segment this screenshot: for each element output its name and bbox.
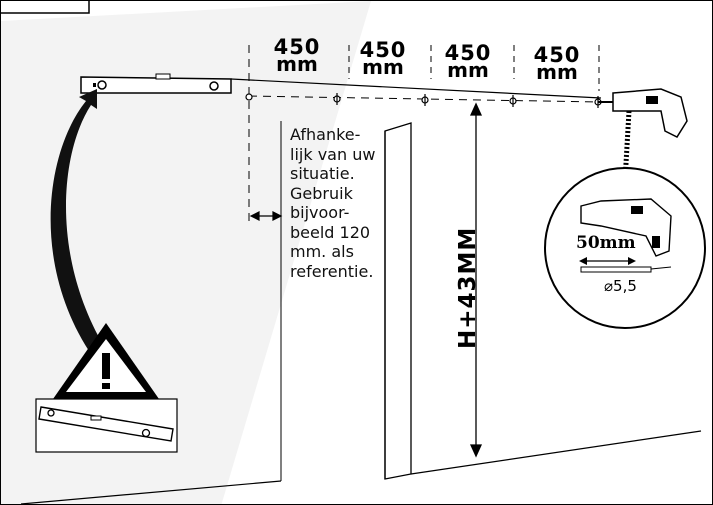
note-line: beeld 120 [290,222,371,242]
drill-icon [598,88,688,182]
note-line: situatie. [290,164,355,183]
floor-line-right [410,430,702,475]
spacing-unit: mm [362,55,404,79]
spacing-label-4: 450 mm [527,43,587,84]
drill-diameter-label: ⌀5,5 [604,277,637,295]
frame-corner [1,1,90,14]
spacing-label-1: 450 mm [267,35,327,76]
spirit-level-icon [35,398,178,453]
offset-arrow [249,211,283,221]
drill-detail-circle [544,167,706,329]
spacing-value: 450 [444,41,492,65]
spacing-value: 450 [359,38,407,62]
reference-note: Afhanke- lijk van uw situatie. Gebruik b… [290,125,394,281]
spacing-value: 450 [533,43,581,67]
drill-depth-label: 50mm [576,233,636,253]
floor-line-left [20,480,282,504]
note-line: referentie. [290,261,374,281]
swap-arrow [50,89,101,351]
spacing-unit: mm [447,58,489,82]
spacing-label-3: 450 mm [438,41,498,82]
note-line: Afhanke- [290,125,361,144]
note-line: Gebruik [290,183,353,203]
note-line: bijvoor- [290,203,350,222]
spacing-value: 450 [273,35,321,59]
note-line: lijk van uw [290,144,376,164]
cabinet-panel [384,122,412,480]
spacing-label-2: 450 mm [353,38,413,79]
note-line: mm. als [290,242,354,261]
warning-icon [53,323,159,399]
spacing-unit: mm [276,52,318,76]
height-arrow [469,102,483,458]
spirit-level-top [80,73,602,99]
height-label: H+43MM [455,226,481,349]
spacing-unit: mm [536,60,578,84]
